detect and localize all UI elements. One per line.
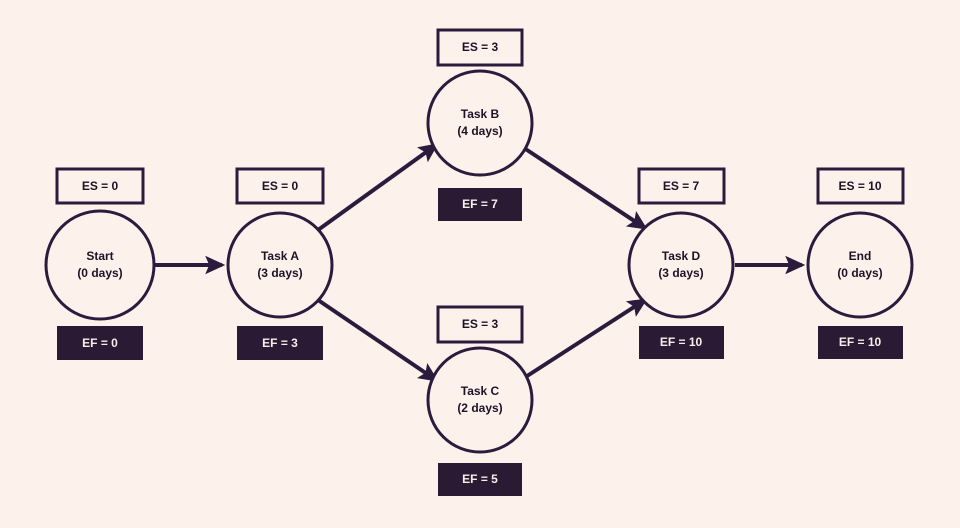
es-label-task-b: ES = 3 [462,40,499,54]
ef-box-start [57,326,143,360]
node-circle-end[interactable] [806,211,914,319]
node-name-task-b: Task B [461,107,500,121]
node-circle-task-a[interactable] [226,211,334,319]
node-duration-task-c: (2 days) [457,401,502,415]
node-duration-start: (0 days) [77,266,122,280]
node-task-a[interactable]: ES = 0 Task A (3 days) EF = 3 [226,167,334,360]
node-name-start: Start [86,249,113,263]
node-duration-task-a: (3 days) [257,266,302,280]
node-circle-task-c[interactable] [426,346,534,454]
node-circle-task-b[interactable] [426,69,534,177]
ef-box-task-a [237,326,323,360]
node-task-b[interactable]: ES = 3 Task B (4 days) EF = 7 [426,28,534,221]
es-box-task-c [436,305,524,344]
ef-box-task-b [438,188,522,221]
node-name-task-d: Task D [662,249,701,263]
node-start[interactable]: ES = 0 Start (0 days) EF = 0 [44,167,156,360]
es-box-start [55,167,145,205]
es-label-end: ES = 10 [838,179,881,193]
node-duration-end: (0 days) [837,266,882,280]
node-circle-task-d[interactable] [627,211,735,319]
ef-label-task-c: EF = 5 [462,472,498,486]
ef-label-task-d: EF = 10 [660,335,703,349]
edge-task-b-to-task-d [522,146,648,230]
node-name-task-c: Task C [461,384,500,398]
ef-label-start: EF = 0 [82,336,118,350]
ef-label-task-b: EF = 7 [462,197,498,211]
node-duration-task-d: (3 days) [658,266,703,280]
es-label-task-a: ES = 0 [262,179,299,193]
node-task-c[interactable]: ES = 3 Task C (2 days) EF = 5 [426,305,534,496]
edge-task-a-to-task-c [316,298,439,382]
node-end[interactable]: ES = 10 End (0 days) EF = 10 [806,167,914,359]
ef-box-task-c [438,463,522,496]
es-box-task-d [637,167,726,205]
edge-task-c-to-task-d [522,298,648,380]
ef-box-task-d [639,326,724,359]
es-box-task-a [235,167,325,205]
es-box-end [816,167,905,205]
node-name-task-a: Task A [261,249,299,263]
ef-label-end: EF = 10 [839,335,882,349]
es-box-task-b [436,28,524,67]
edges-layer [155,143,806,382]
ef-box-end [818,326,903,359]
es-label-task-d: ES = 7 [663,179,700,193]
node-circle-start[interactable] [44,209,156,321]
edge-task-a-to-task-b [316,143,439,232]
node-task-d[interactable]: ES = 7 Task D (3 days) EF = 10 [627,167,735,359]
ef-label-task-a: EF = 3 [262,336,298,350]
node-duration-task-b: (4 days) [457,124,502,138]
es-label-task-c: ES = 3 [462,317,499,331]
node-name-end: End [849,249,872,263]
es-label-start: ES = 0 [82,179,119,193]
